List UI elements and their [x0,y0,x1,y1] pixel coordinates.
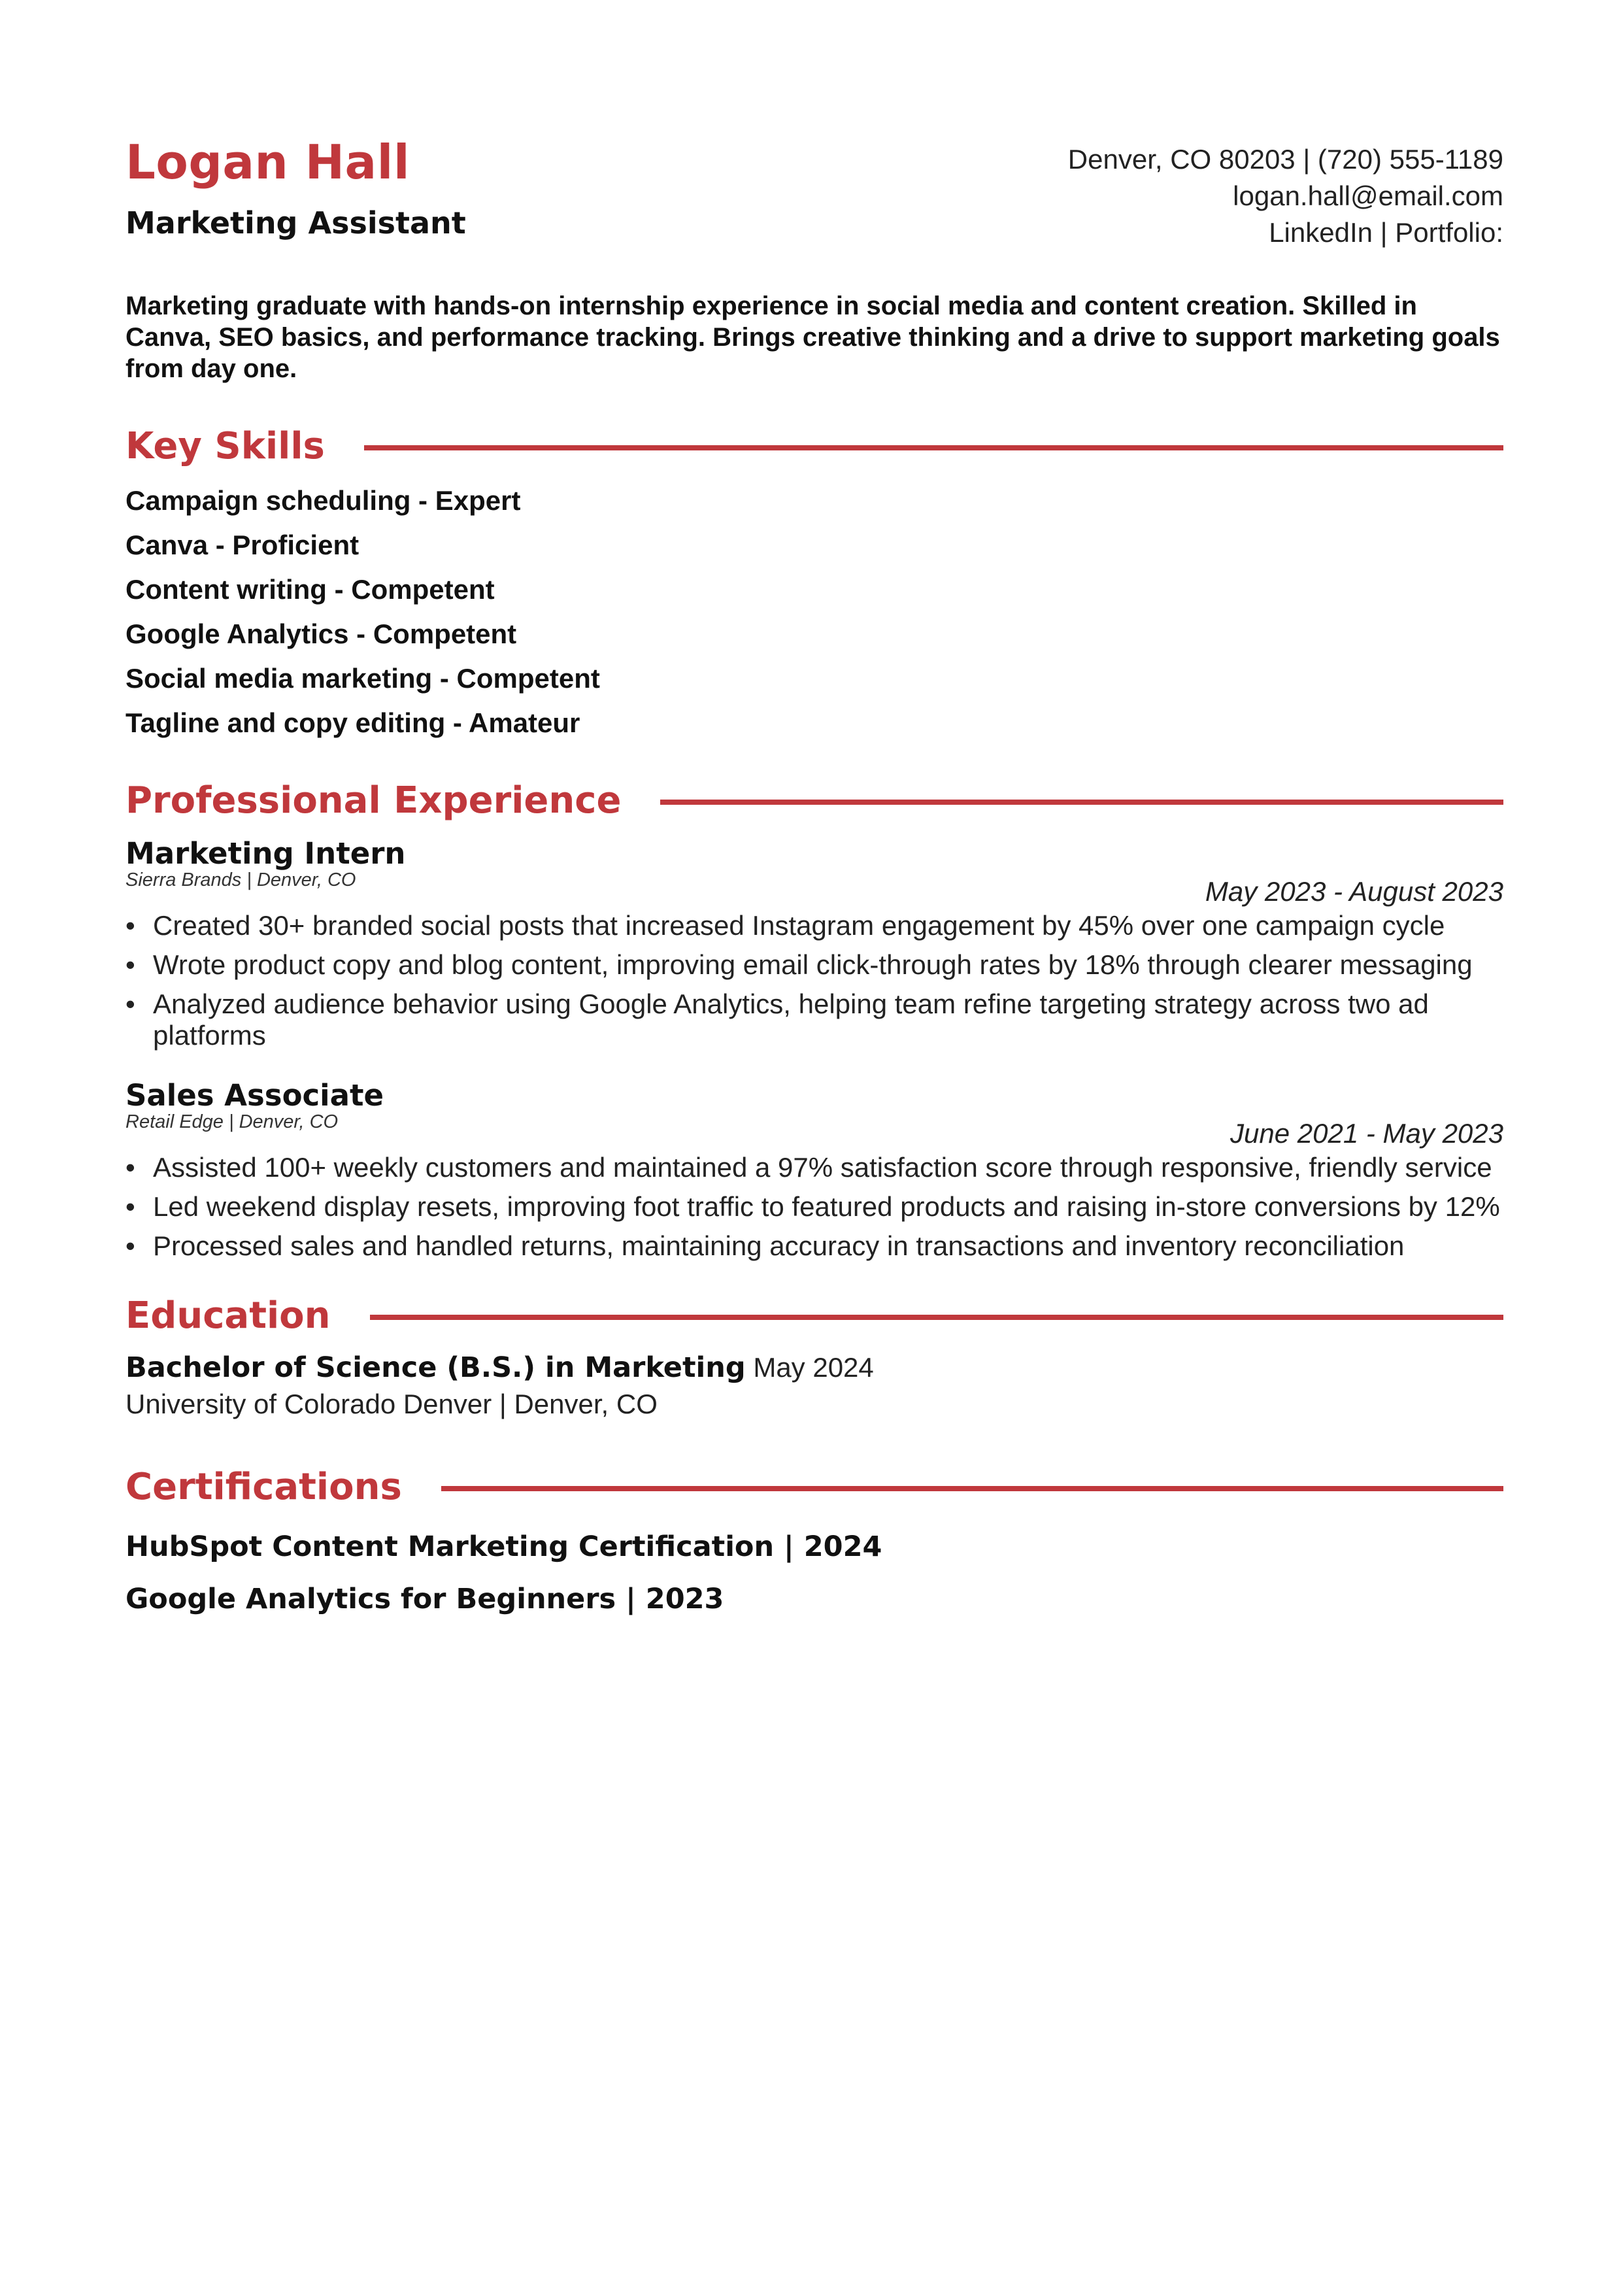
section-divider [441,1486,1503,1491]
certifications-heading-row: Certifications [125,1464,1503,1510]
experience-section: Professional Experience Marketing Intern… [125,778,1503,1262]
skills-list: Campaign scheduling - Expert Canva - Pro… [125,479,1503,745]
candidate-title: Marketing Assistant [125,205,466,241]
education-school: University of Colorado Denver | Denver, … [125,1389,658,1419]
experience-heading-row: Professional Experience [125,778,1503,824]
skill-item: Tagline and copy editing - Amateur [125,707,580,738]
education-entry: Bachelor of Science (B.S.) in Marketing … [125,1349,1503,1423]
contact-links[interactable]: LinkedIn | Portfolio: [1269,217,1503,248]
job-meta: Sierra Brands | Denver, CO May 2023 - Au… [125,869,1503,907]
education-heading-row: Education [125,1293,1503,1339]
certifications-heading: Certifications [125,1466,402,1508]
skill-item: Content writing - Competent [125,574,495,605]
professional-summary: Marketing graduate with hands-on interns… [125,292,1500,383]
job-bullets: Created 30+ branded social posts that in… [125,910,1503,1051]
certification-item: Google Analytics for Beginners | 2023 [125,1583,724,1615]
skill-item: Google Analytics - Competent [125,618,517,649]
skill-item: Canva - Proficient [125,530,360,560]
job-dates: May 2023 - August 2023 [1205,876,1503,907]
job-company: Retail Edge | Denver, CO [125,1111,339,1132]
contact-block: Denver, CO 80203 | (720) 555-1189 logan.… [1068,141,1503,251]
education-degree-line: Bachelor of Science (B.S.) in Marketing … [125,1349,1503,1386]
resume-header: Logan Hall Marketing Assistant Denver, C… [125,131,1503,262]
job-role: Sales Associate [125,1078,384,1113]
education-degree: Bachelor of Science (B.S.) in Marketing [125,1351,746,1384]
education-date: May 2024 [753,1352,874,1383]
skill-item: Social media marketing - Competent [125,663,600,694]
job-bullet: Led weekend display resets, improving fo… [125,1191,1503,1223]
job-bullet: Analyzed audience behavior using Google … [125,988,1503,1051]
contact-location-phone: Denver, CO 80203 | (720) 555-1189 [1067,144,1503,175]
section-divider [369,1315,1503,1320]
job-entry: Sales Associate Retail Edge | Denver, CO… [125,1077,1503,1262]
certifications-list: HubSpot Content Marketing Certification … [125,1521,1503,1625]
skill-item: Campaign scheduling - Expert [125,485,521,516]
experience-heading: Professional Experience [125,779,622,822]
skills-heading: Key Skills [125,425,325,467]
job-dates: June 2021 - May 2023 [1230,1118,1503,1149]
certifications-section: Certifications HubSpot Content Marketing… [125,1464,1503,1625]
resume-page: Logan Hall Marketing Assistant Denver, C… [125,131,1503,1625]
job-meta: Retail Edge | Denver, CO June 2021 - May… [125,1111,1503,1149]
job-bullet: Assisted 100+ weekly customers and maint… [125,1152,1503,1183]
job-bullet: Wrote product copy and blog content, imp… [125,949,1503,981]
education-heading: Education [125,1294,331,1337]
skills-section: Key Skills Campaign scheduling - Expert … [125,424,1503,745]
job-company: Sierra Brands | Denver, CO [125,869,356,890]
job-bullet: Created 30+ branded social posts that in… [125,910,1503,941]
job-bullet: Processed sales and handled returns, mai… [125,1230,1503,1262]
certification-item: HubSpot Content Marketing Certification … [125,1530,882,1563]
job-role: Marketing Intern [125,836,406,871]
candidate-name: Logan Hall [125,135,410,190]
education-section: Education Bachelor of Science (B.S.) in … [125,1293,1503,1423]
section-divider [363,445,1503,450]
contact-email[interactable]: logan.hall@email.com [1233,180,1503,211]
skills-heading-row: Key Skills [125,424,1503,469]
job-bullets: Assisted 100+ weekly customers and maint… [125,1152,1503,1262]
section-divider [660,800,1503,805]
job-entry: Marketing Intern Sierra Brands | Denver,… [125,836,1503,1051]
